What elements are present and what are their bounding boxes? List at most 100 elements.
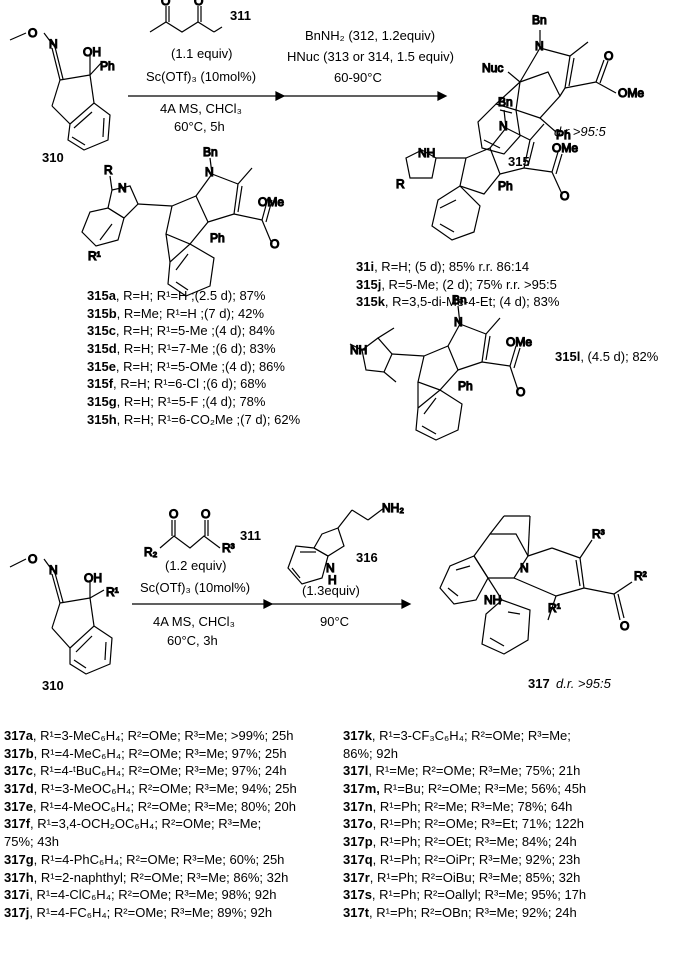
compound-id: 317q — [343, 851, 373, 867]
substrate-detail: , R¹=2-naphthyl; R²=OMe; R³=Me; 86%; 32h — [33, 869, 289, 885]
atom-Ph: Ph — [556, 128, 571, 142]
atom-O: O — [169, 507, 178, 521]
substrate-detail: , R=H; R¹=H ;(2.5 d); 87% — [115, 288, 266, 303]
atom-N: N — [499, 119, 508, 133]
arrow-head — [401, 599, 412, 609]
reagent-hnuc-label: HNuc (313 or 314, 1.5 equiv) — [287, 49, 454, 64]
compound-310-label-2: 310 — [42, 678, 64, 693]
compound-id: 315k — [356, 294, 385, 310]
substrate-detail: , R¹=Ph; R²=OBn; R³=Me; 92%; 24h — [369, 904, 577, 920]
compound-id: 315d — [87, 341, 117, 357]
atom-O: O — [516, 385, 525, 399]
atom-O: O — [560, 189, 569, 203]
compound-id: 317i — [4, 887, 30, 903]
condition-temp-2: 90°C — [320, 614, 349, 629]
atom-Bn: Bn — [532, 13, 547, 27]
compound-id: 317a — [4, 728, 33, 743]
substrate-row: 317k, R¹=3-CF₃C₆H₄; R²=OMe; R³=Me; — [343, 727, 586, 745]
substrate-row: 317r, R¹=Ph; R²=OiBu; R³=Me; 85%; 32h — [343, 869, 586, 887]
substrate-detail: , R=5-Me; (2 d); 75% r.r. >95:5 — [381, 276, 557, 292]
substrate-row: 315j, R=5-Me; (2 d); 75% r.r. >95:5 — [356, 276, 559, 294]
arrow-head — [263, 599, 274, 609]
structure-315-indole — [81, 157, 273, 297]
substrate-list-317k-t: 317k, R¹=3-CF₃C₆H₄; R²=OMe; R³=Me;86%; 9… — [343, 727, 586, 922]
substrate-row: 317e, R¹=4-MeOC₆H₄; R²=OMe; R³=Me; 80%; … — [4, 798, 297, 816]
dr-label: d.r >95:5 — [554, 124, 606, 139]
reagent-316-equiv: (1.3equiv) — [302, 583, 360, 598]
structure-311-top — [149, 6, 223, 33]
atom-Nuc: Nuc — [482, 61, 503, 75]
substrate-detail: , R¹=Me; R²=OMe; R³=Me; 75%; 21h — [368, 763, 581, 779]
condition-temp: 60-90°C — [334, 70, 382, 85]
structure-315-top — [477, 30, 617, 155]
atom-O: O — [270, 237, 279, 251]
substrate-row: 86%; 92h — [343, 745, 586, 763]
substrate-detail: , R¹=Ph; R²=Oallyl; R³=Me; 95%; 17h — [371, 887, 587, 903]
substrate-detail: , R¹=3-CF₃C₆H₄; R²=OMe; R³=Me; — [371, 728, 571, 743]
atom-R: R — [396, 177, 405, 191]
atom-NH: NH — [418, 146, 435, 160]
atom-N: N — [520, 561, 529, 575]
substrate-row: 315c, R=H; R¹=5-Me ;(4 d); 84% — [87, 322, 300, 340]
atom-N: N — [118, 181, 127, 195]
substrate-detail: , R=H; R¹=7-Me ;(6 d); 83% — [116, 341, 276, 357]
atom-N: N — [454, 315, 463, 329]
substrate-detail: , R¹=4-MeOC₆H₄; R²=OMe; R³=Me; 80%; 20h — [32, 798, 296, 814]
atom-OMe: OMe — [258, 195, 284, 209]
condition-temp-time: 60°C, 5h — [174, 119, 225, 134]
substrate-row: 317i, R¹=4-ClC₆H₄; R²=OMe; R³=Me; 98%; 9… — [4, 886, 297, 904]
substrate-list-315a-h: 315a, R=H; R¹=H ;(2.5 d); 87%315b, R=Me;… — [87, 287, 300, 429]
atom-OH: OH — [84, 571, 102, 585]
substrate-detail: , R¹=3,4-OCH₂OC₆H₄; R²=OMe; R³=Me; — [30, 816, 262, 832]
atom-O: O — [28, 26, 37, 40]
atom-O: O — [194, 0, 203, 8]
structure-311-bottom — [159, 520, 221, 549]
reagent-312-label: BnNH₂ (312, 1.2equiv) — [305, 28, 435, 43]
substrate-detail: , R=H; R¹=6-Cl ;(6 d); 68% — [113, 376, 267, 392]
catalyst-label: Sc(OTf)₃ (10mol%) — [146, 69, 256, 84]
atom-OMe: OMe — [618, 86, 644, 100]
compound-id: 317g — [4, 851, 34, 867]
substrate-row: 315e, R=H; R¹=5-OMe ;(4 d); 86% — [87, 358, 300, 376]
compound-id: 315b — [87, 305, 117, 321]
compound-id: 317d — [4, 781, 34, 797]
reagent-311-label: 311 — [230, 8, 251, 23]
substrate-detail: , R¹=Ph; R²=OMe; R³=Et; 71%; 122h — [372, 816, 584, 832]
compound-id: 317h — [4, 869, 34, 885]
substrate-row: 317g, R¹=4-PhC₆H₄; R²=OMe; R³=Me; 60%; 2… — [4, 851, 297, 869]
atom-Bn: Bn — [452, 293, 467, 307]
compound-id: 317p — [343, 834, 373, 850]
compound-id: 317s — [343, 887, 372, 903]
atom-O: O — [28, 552, 37, 566]
substrate-row: 317o, R¹=Ph; R²=OMe; R³=Et; 71%; 122h — [343, 815, 586, 833]
substrate-detail: 75%; 43h — [4, 834, 59, 850]
atom-O: O — [620, 619, 629, 633]
substrate-315l: 315l, (4.5 d); 82% — [555, 348, 658, 366]
substrate-detail: , R¹=3-MeC₆H₄; R²=OMe; R³=Me; >99%; 25h — [32, 728, 294, 743]
substrate-row: 315d, R=H; R¹=7-Me ;(6 d); 83% — [87, 340, 300, 358]
condition-solvent: 4A MS, CHCl₃ — [160, 101, 242, 116]
substrate-detail: , R=Me; R¹=H ;(7 d); 42% — [116, 305, 265, 321]
substrate-row: 315g, R=H; R¹=5-F ;(4 d); 78% — [87, 393, 300, 411]
atom-R3: R³ — [592, 527, 605, 541]
atom-Ph: Ph — [100, 59, 115, 73]
compound-id: 31i — [356, 259, 375, 274]
substrate-detail: , R¹=Ph; R²=OEt; R³=Me; 84%; 24h — [372, 834, 577, 850]
substrate-detail: , R¹=Ph; R²=Me; R³=Me; 78%; 64h — [372, 798, 573, 814]
atom-R1: R¹ — [88, 249, 101, 263]
atom-O: O — [201, 507, 210, 521]
atom-Bn: Bn — [203, 145, 218, 159]
substrate-row: 31i, R=H; (5 d); 85% r.r. 86:14 — [356, 258, 559, 276]
compound-id: 315c — [87, 323, 116, 339]
substrate-detail: , (4.5 d); 82% — [580, 349, 659, 364]
atom-R1: R¹ — [548, 601, 561, 615]
atom-NH: NH — [350, 343, 367, 357]
compound-317-label: 317 — [528, 676, 550, 691]
substrate-row: 317d, R¹=3-MeOC₆H₄; R²=OMe; R³=Me; 94%; … — [4, 780, 297, 798]
substrate-detail: , R=H; R¹=5-F ;(4 d); 78% — [116, 394, 266, 410]
atom-O: O — [161, 0, 170, 8]
compound-id: 317o — [343, 816, 373, 832]
substrate-detail: , R=H; R¹=5-OMe ;(4 d); 86% — [115, 358, 285, 374]
compound-id: 315h — [87, 411, 117, 427]
